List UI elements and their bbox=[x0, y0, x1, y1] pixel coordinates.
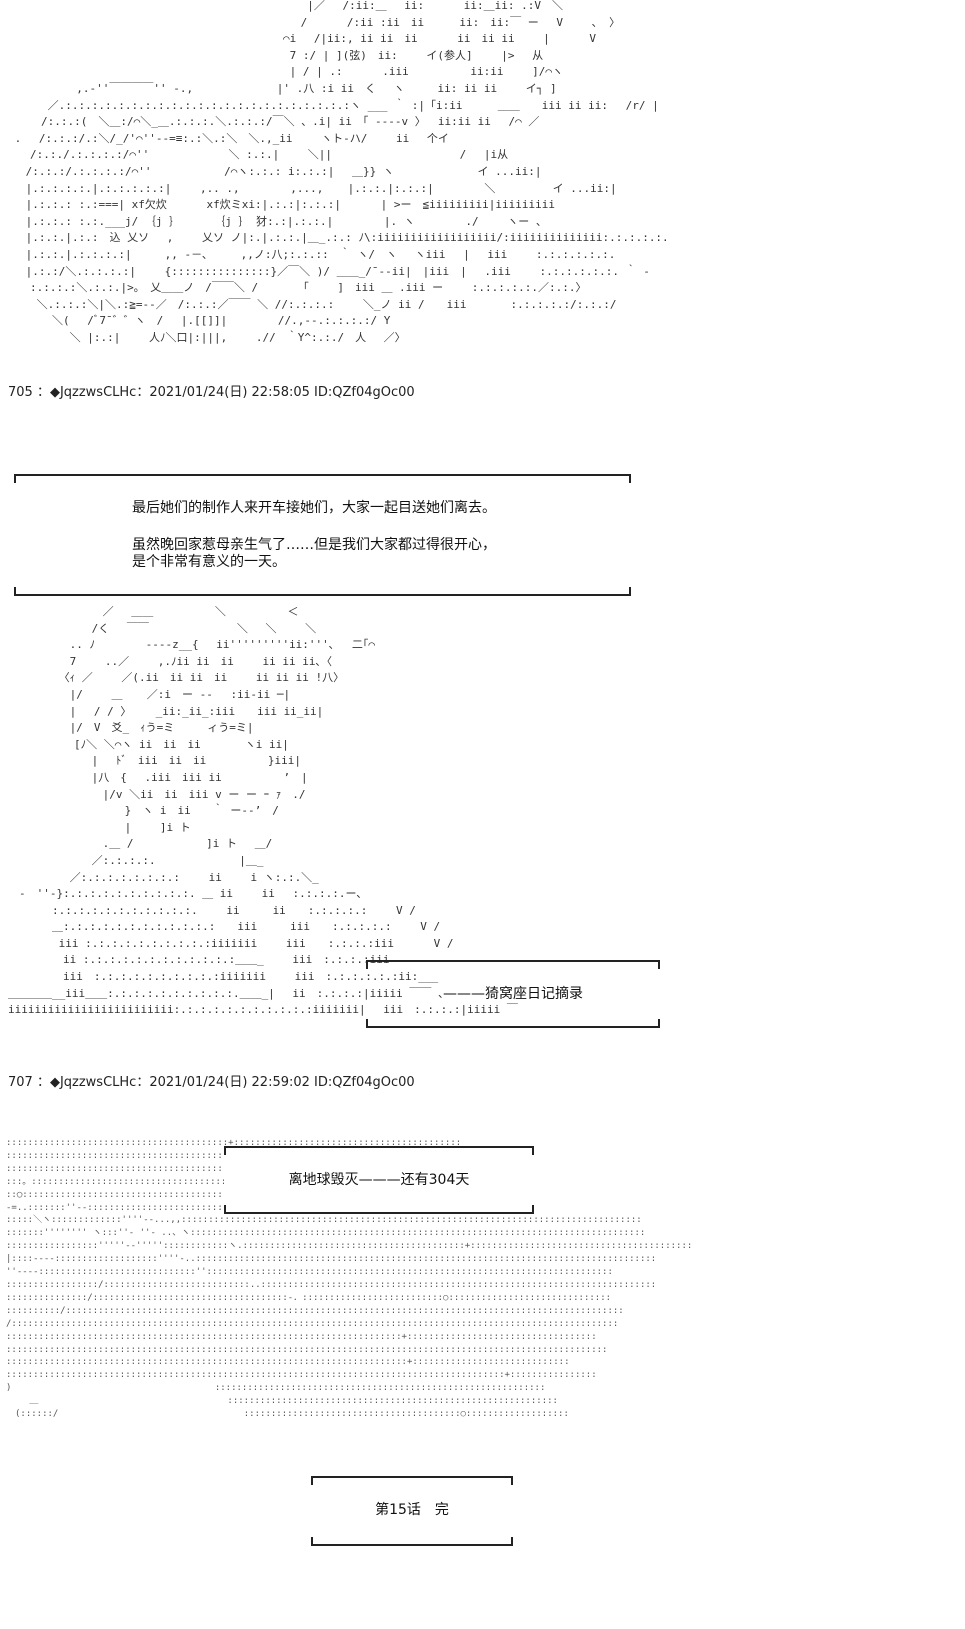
diary-box: ———猗窝座日记摘录 bbox=[366, 960, 660, 1028]
narration-box-top-border bbox=[14, 474, 631, 483]
ascii-art-top: ￣ |／ /:ii:＿ ii: ￣ii:＿ii: .:V ＼ / /:ii :i… bbox=[14, 0, 669, 344]
narration-line-1: 最后她们的制作人来开车接她们，大家一起目送她们离去。 bbox=[132, 500, 496, 516]
ending-caption: 第15话 完 bbox=[375, 1502, 449, 1518]
countdown-box: 离地球毁灭———还有304天 bbox=[224, 1146, 534, 1214]
narration-line-3: 是个非常有意义的一天。 bbox=[132, 554, 286, 570]
narration-box-bottom-border bbox=[14, 587, 631, 596]
post-header-707: 707 ：◆JqzzwsCLHc：2021/01/24(日) 22:59:02 … bbox=[8, 1075, 415, 1090]
diary-box-bottom-border bbox=[366, 1019, 660, 1028]
diary-box-top-border bbox=[366, 960, 660, 969]
narration-box: 最后她们的制作人来开车接她们，大家一起目送她们离去。 虽然晚回家惹母亲生气了……… bbox=[14, 474, 631, 596]
ending-box-top-border bbox=[311, 1476, 513, 1485]
ending-box-bottom-border bbox=[311, 1537, 513, 1546]
countdown-caption: 离地球毁灭———还有304天 bbox=[288, 1172, 470, 1188]
ending-box: 第15话 完 bbox=[311, 1476, 513, 1546]
narration-line-2: 虽然晚回家惹母亲生气了……但是我们大家都过得很开心， bbox=[132, 537, 496, 553]
post-header-705: 705 ：◆JqzzwsCLHc：2021/01/24(日) 22:58:05 … bbox=[8, 385, 415, 400]
countdown-box-bottom-border bbox=[224, 1205, 534, 1214]
diary-caption: ———猗窝座日记摘录 bbox=[443, 986, 583, 1002]
countdown-box-top-border bbox=[224, 1146, 534, 1155]
ascii-art-middle: ／ ＿＿ ＼ ＜ /く ￣￣ ＼ ＼ ＼ .. ﾉ ----z__{ ii'''… bbox=[8, 605, 518, 1017]
